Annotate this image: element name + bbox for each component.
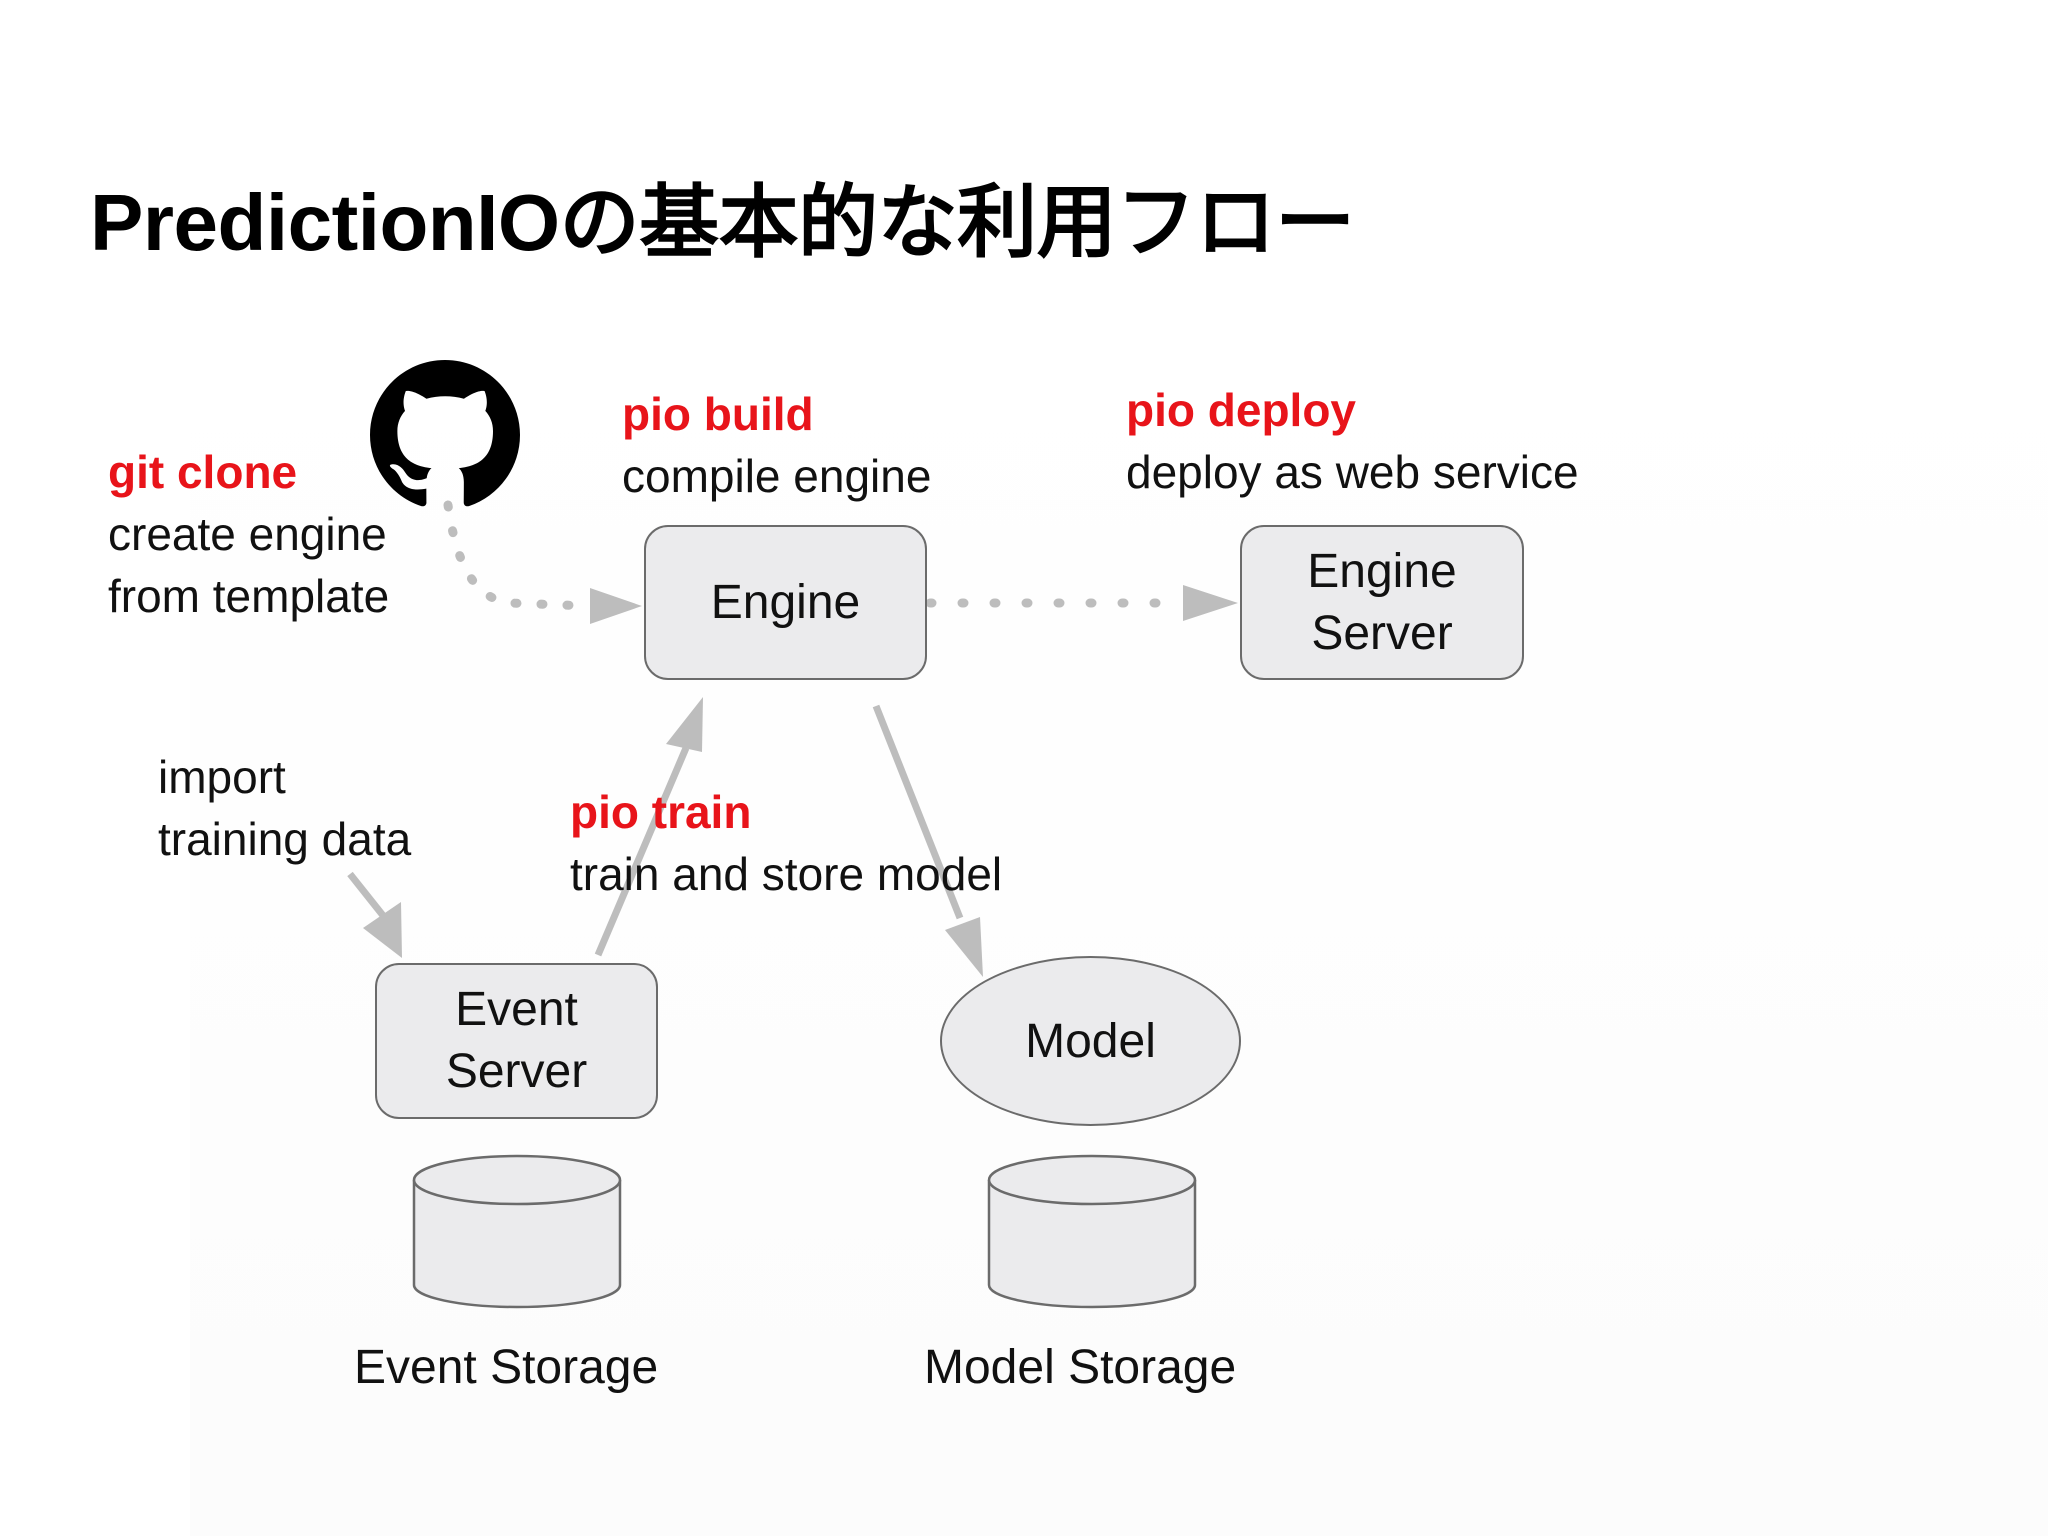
- event-storage-cylinder: [412, 1154, 622, 1309]
- engine-server-node: Engine Server: [1240, 525, 1524, 680]
- model-node-label: Model: [1025, 1014, 1156, 1068]
- github-icon: [370, 360, 520, 510]
- git-clone-command: git clone: [108, 446, 298, 498]
- event-server-label-line-2: Server: [445, 1045, 588, 1098]
- pio-build-label: pio build compile engine: [622, 383, 931, 507]
- engine-server-label-line-1: Engine: [1307, 544, 1457, 598]
- store-arrow: [872, 704, 964, 920]
- train-arrow: [594, 746, 690, 957]
- train-arrow-head: [666, 697, 703, 752]
- event-server-label-line-1: Event: [455, 983, 578, 1036]
- pio-train-label: pio train train and store model: [570, 781, 1002, 905]
- engine-node: Engine: [644, 525, 927, 680]
- event-storage-label: Event Storage: [354, 1341, 659, 1394]
- event-server-node: Event Server: [375, 963, 658, 1119]
- pio-deploy-description: deploy as web service: [1126, 446, 1579, 498]
- pio-build-description: compile engine: [622, 450, 932, 502]
- clone-arrow-head: [590, 588, 642, 624]
- git-clone-description-line-1: create engine: [108, 508, 387, 560]
- pio-deploy-label: pio deploy deploy as web service: [1126, 379, 1579, 503]
- import-arrow: [347, 871, 388, 921]
- store-arrow-head: [945, 917, 983, 977]
- git-clone-label: git clone create engine from template: [108, 441, 389, 627]
- slide-background: [190, 330, 2048, 1536]
- model-storage-label: Model Storage: [924, 1341, 1237, 1394]
- model-node: Model: [940, 956, 1241, 1126]
- slide-title: PredictionIOの基本的な利用フロー: [90, 178, 1355, 267]
- import-description-line-2: training data: [158, 813, 412, 865]
- clone-arrow: [443, 500, 595, 611]
- import-label: import training data: [158, 746, 411, 870]
- git-clone-description-line-2: from template: [108, 570, 390, 622]
- deploy-arrow-head: [1183, 585, 1238, 621]
- engine-node-label: Engine: [710, 575, 861, 629]
- pio-build-command: pio build: [622, 388, 814, 440]
- pio-train-command: pio train: [570, 786, 752, 838]
- pio-deploy-command: pio deploy: [1126, 384, 1356, 436]
- import-arrow-head: [363, 902, 402, 958]
- model-storage-cylinder: [987, 1154, 1197, 1309]
- engine-server-label-line-2: Server: [1311, 606, 1453, 660]
- import-description-line-1: import: [158, 751, 286, 803]
- pio-train-description: train and store model: [570, 848, 1003, 900]
